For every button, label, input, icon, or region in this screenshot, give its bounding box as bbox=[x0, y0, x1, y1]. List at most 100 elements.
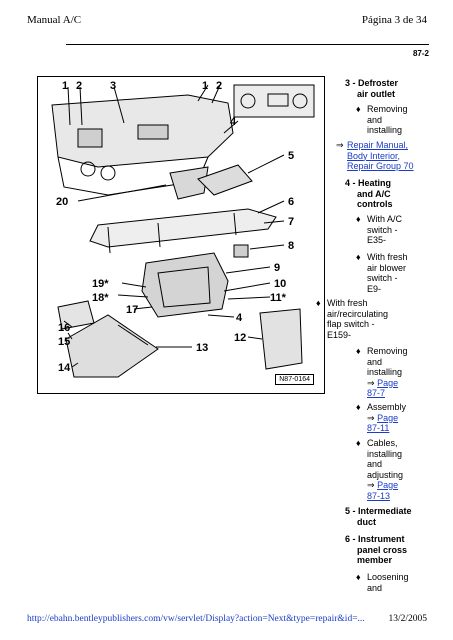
diamond-bullet-icon: ♦ bbox=[356, 438, 361, 448]
page-link[interactable]: 87-11 bbox=[367, 423, 390, 433]
bullet-line: and bbox=[367, 582, 383, 593]
bullet-recirc-switch: ♦ With fresh air/recirculating flap swit… bbox=[316, 298, 389, 340]
diamond-bullet-icon: ♦ bbox=[356, 572, 361, 582]
bullet-line: installing bbox=[367, 448, 403, 459]
bullet-ac-switch: ♦ With A/C switch - E35- bbox=[356, 214, 402, 246]
item-title-line: Intermediate bbox=[358, 506, 412, 516]
bullet-line: and bbox=[367, 114, 383, 125]
bullet-line: Removing bbox=[367, 346, 408, 356]
item-5: 5 - Intermediate duct bbox=[345, 506, 412, 527]
section-page-number: 87-2 bbox=[412, 49, 429, 58]
link-line[interactable]: Repair Manual, bbox=[347, 140, 409, 150]
callout-6: 6 bbox=[288, 196, 294, 208]
item-title-line: and A/C bbox=[357, 188, 391, 199]
callout-16: 16 bbox=[58, 322, 70, 334]
arrow-right-icon: ⇒ bbox=[367, 480, 375, 490]
bullet-line: switch - bbox=[367, 273, 398, 283]
arrow-right-icon: ⇒ bbox=[336, 140, 344, 150]
bullet-line: air/recirculating bbox=[327, 308, 389, 319]
callout-7: 7 bbox=[288, 216, 294, 228]
callout-1b: 1 bbox=[202, 80, 208, 92]
diamond-bullet-icon: ♦ bbox=[356, 402, 361, 412]
bullet-line: Assembly bbox=[367, 402, 407, 412]
footer-date: 13/2/2005 bbox=[388, 614, 427, 624]
header-page-count: Página 3 de 34 bbox=[361, 14, 427, 26]
bullet-line: E35- bbox=[367, 235, 387, 245]
callout-10: 10 bbox=[274, 278, 286, 290]
item-title-line: air outlet bbox=[357, 88, 396, 99]
bullet-line: Loosening bbox=[367, 572, 409, 582]
bullet-assembly: ♦ Assembly ⇒ Page 87-11 bbox=[356, 402, 407, 434]
bullet-line: E9- bbox=[367, 283, 382, 294]
page-link[interactable]: Page bbox=[377, 412, 399, 423]
diamond-bullet-icon: ♦ bbox=[356, 346, 361, 356]
item-title-line: duct bbox=[357, 516, 376, 527]
bullet-line: adjusting bbox=[367, 469, 404, 480]
callout-18: 18* bbox=[92, 292, 109, 304]
header-rule bbox=[66, 44, 429, 45]
bullet-line: Cables, bbox=[367, 438, 398, 448]
bullet-line: Removing bbox=[367, 104, 408, 114]
callout-17: 17 bbox=[126, 304, 138, 316]
callout-1: 1 bbox=[62, 80, 68, 92]
bullet-line: and bbox=[367, 459, 383, 469]
callout-14: 14 bbox=[58, 362, 71, 374]
bullet-line: With fresh bbox=[327, 298, 368, 308]
diamond-bullet-icon: ♦ bbox=[356, 104, 361, 114]
diamond-bullet-icon: ♦ bbox=[316, 298, 321, 308]
callout-12: 12 bbox=[234, 332, 246, 344]
callout-20: 20 bbox=[56, 196, 68, 208]
exploded-diagram-figure: 1 2 3 1 2 4 5 20 6 7 8 9 19* 18* 10 11* … bbox=[37, 76, 325, 394]
callout-2: 2 bbox=[76, 80, 82, 92]
item-title-line: Defroster bbox=[358, 78, 399, 88]
item-number: 6 - bbox=[345, 534, 356, 544]
link-line[interactable]: Body Interior, bbox=[347, 150, 401, 161]
bullet-removing: ♦ Removing and installing bbox=[356, 104, 408, 136]
figure-label: N87-0164 bbox=[275, 374, 314, 385]
callout-11: 11* bbox=[270, 292, 287, 304]
item-3: 3 - Defroster air outlet bbox=[345, 78, 398, 99]
callout-4b: 4 bbox=[236, 312, 243, 324]
item-title-line: controls bbox=[357, 199, 393, 209]
callout-15: 15 bbox=[58, 336, 70, 348]
bullet-blower-switch: ♦ With fresh air blower switch - E9- bbox=[356, 252, 408, 294]
header-title: Manual A/C bbox=[27, 14, 82, 26]
item-title-line: Instrument bbox=[358, 534, 405, 544]
callout-3: 3 bbox=[110, 80, 116, 92]
bullet-line: With fresh bbox=[367, 252, 408, 262]
bullet-line: installing bbox=[367, 125, 403, 135]
bullet-cables: ♦ Cables, installing and adjusting ⇒ Pag… bbox=[356, 438, 404, 501]
callout-4: 4 bbox=[230, 116, 237, 128]
arrow-right-icon: ⇒ bbox=[367, 412, 375, 423]
item-6: 6 - Instrument panel cross member bbox=[345, 534, 407, 566]
callout-5: 5 bbox=[288, 150, 294, 162]
bullet-removing-installing: ♦ Removing and installing ⇒ Page 87-7 bbox=[356, 346, 408, 399]
footer-url-link[interactable]: http://ebahn.bentleypublishers.com/vw/se… bbox=[27, 614, 365, 624]
dashboard-exploded-diagram: 1 2 3 1 2 4 5 20 6 7 8 9 19* 18* 10 11* … bbox=[51, 80, 315, 378]
page-link[interactable]: 87-7 bbox=[367, 388, 386, 398]
page-link[interactable]: Page bbox=[377, 480, 399, 490]
bullet-line: switch - bbox=[367, 224, 398, 235]
callout-9: 9 bbox=[274, 262, 280, 274]
bullet-line: installing bbox=[367, 367, 403, 377]
diamond-bullet-icon: ♦ bbox=[356, 252, 361, 262]
link-line[interactable]: Repair Group 70 bbox=[347, 161, 414, 171]
callout-19: 19* bbox=[92, 278, 109, 290]
page-link[interactable]: Page bbox=[377, 377, 399, 388]
item-4: 4 - Heating and A/C controls bbox=[345, 178, 393, 210]
callout-8: 8 bbox=[288, 240, 294, 252]
item-title-line: Heating bbox=[358, 178, 392, 188]
bullet-loosening: ♦ Loosening and bbox=[356, 572, 409, 593]
bullet-line: and bbox=[367, 356, 383, 367]
page-link[interactable]: 87-13 bbox=[367, 490, 391, 501]
callout-13: 13 bbox=[196, 342, 208, 354]
bullet-line: E159- bbox=[327, 329, 352, 340]
item-number: 3 - bbox=[345, 78, 356, 88]
item-number: 5 - bbox=[345, 506, 356, 516]
bullet-line: air blower bbox=[367, 262, 407, 273]
bullet-line: flap switch - bbox=[327, 319, 375, 329]
item-title-line: panel cross bbox=[357, 544, 408, 555]
repair-manual-link[interactable]: ⇒ Repair Manual, Body Interior, Repair G… bbox=[336, 140, 414, 172]
diamond-bullet-icon: ♦ bbox=[356, 214, 361, 224]
arrow-right-icon: ⇒ bbox=[367, 377, 375, 388]
